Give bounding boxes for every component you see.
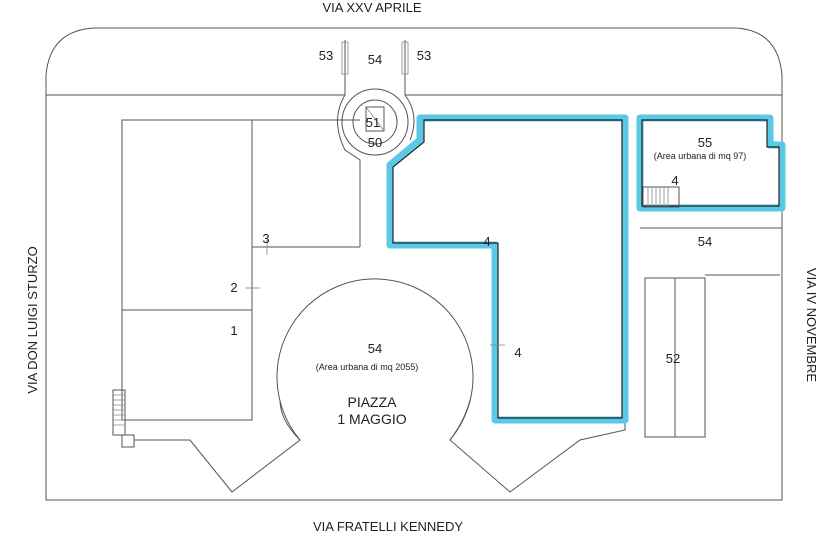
piazza-outline bbox=[134, 278, 626, 493]
highlighted-parcel-4 bbox=[386, 114, 629, 424]
label-51: 51 bbox=[366, 115, 380, 130]
street-south: VIA FRATELLI KENNEDY bbox=[313, 519, 463, 534]
highlighted-parcel-55 bbox=[636, 114, 786, 212]
label-53-left: 53 bbox=[319, 48, 333, 63]
block-outline bbox=[45, 27, 783, 501]
label-50: 50 bbox=[368, 135, 382, 150]
stairs-steps bbox=[113, 394, 125, 426]
piazza-name-line1: PIAZZA bbox=[347, 394, 397, 410]
street-west: VIA DON LUIGI STURZO bbox=[25, 246, 40, 393]
parcel-1-2-shape bbox=[121, 119, 253, 421]
label-53-right: 53 bbox=[417, 48, 431, 63]
parcel-51-diag bbox=[365, 106, 385, 132]
label-54-piazza-note: (Area urbana di mq 2055) bbox=[316, 362, 419, 372]
parcel-55-boundary bbox=[641, 119, 780, 207]
parcel-53-right-shape bbox=[401, 41, 409, 75]
parcel-51-shape bbox=[365, 106, 385, 132]
label-55: 55 bbox=[698, 135, 712, 150]
piazza-edge bbox=[279, 399, 471, 441]
stairs-55 bbox=[642, 186, 680, 208]
label-4-lower: 4 bbox=[514, 345, 521, 360]
parcel-52-shape bbox=[644, 274, 780, 438]
parcel-3-shape bbox=[252, 119, 360, 248]
stairs-left bbox=[112, 389, 126, 436]
street-north: VIA XXV APRILE bbox=[323, 0, 422, 15]
label-4-mid: 4 bbox=[483, 234, 490, 249]
label-2: 2 bbox=[230, 280, 237, 295]
roundabout-inner bbox=[352, 99, 398, 145]
piazza-name-line2: 1 MAGGIO bbox=[337, 411, 406, 427]
parcel-4-boundary bbox=[392, 119, 623, 419]
street-east: VIA IV NOVEMBRE bbox=[804, 268, 818, 382]
label-4-small: 4 bbox=[671, 173, 678, 188]
stairs-landing bbox=[121, 434, 135, 448]
roundabout bbox=[337, 94, 415, 247]
parcel-53-left-shape bbox=[341, 41, 349, 75]
label-52: 52 bbox=[666, 351, 680, 366]
label-54-top: 54 bbox=[368, 52, 382, 67]
label-54-right: 54 bbox=[698, 234, 712, 249]
label-3: 3 bbox=[262, 231, 269, 246]
label-55-note: (Area urbana di mq 97) bbox=[654, 151, 747, 161]
roundabout-ring bbox=[341, 88, 409, 156]
label-1: 1 bbox=[230, 323, 237, 338]
label-54-piazza: 54 bbox=[368, 341, 382, 356]
stairs-steps bbox=[647, 187, 669, 207]
